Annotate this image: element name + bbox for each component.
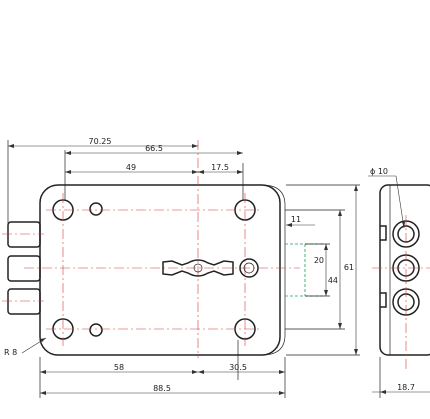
lock-case-back-edge xyxy=(261,184,286,356)
pin-hole-bottom xyxy=(89,323,103,337)
dim-88-5: 88.5 xyxy=(153,384,171,393)
dim-20: 20 xyxy=(314,256,324,265)
callout-diameter: ϕ 10 xyxy=(370,167,388,176)
bolt-middle xyxy=(7,255,41,282)
bolt-top xyxy=(7,221,41,248)
key-handle xyxy=(162,259,234,277)
side-notch-bottom xyxy=(380,292,387,308)
dim-17-5: 17.5 xyxy=(211,163,229,172)
dimension-lines xyxy=(7,140,430,398)
side-view xyxy=(372,184,430,370)
dim-44: 44 xyxy=(328,276,338,285)
pin-hole-top xyxy=(89,202,103,216)
spindle-outer xyxy=(239,258,259,278)
side-notch-top xyxy=(380,225,387,241)
dim-66-5: 66.5 xyxy=(145,144,163,153)
callout-radius: R 8 xyxy=(4,348,17,357)
dim-70-25: 70.25 xyxy=(89,137,112,146)
dimension-labels: 70.25 66.5 49 17.5 11 20 44 61 58 30.5 8… xyxy=(4,137,415,393)
key-center-hub xyxy=(193,263,203,273)
dim-11: 11 xyxy=(291,215,301,224)
spindle-inner xyxy=(243,262,255,274)
dim-30-5: 30.5 xyxy=(229,363,247,372)
dim-18-7: 18.7 xyxy=(397,383,415,392)
front-view xyxy=(2,140,324,358)
side-case-outline xyxy=(379,184,430,356)
bolt-bottom xyxy=(7,288,41,315)
dim-61: 61 xyxy=(344,263,354,272)
lock-case-outline xyxy=(39,184,281,356)
dim-49: 49 xyxy=(126,163,136,172)
dim-58: 58 xyxy=(114,363,124,372)
